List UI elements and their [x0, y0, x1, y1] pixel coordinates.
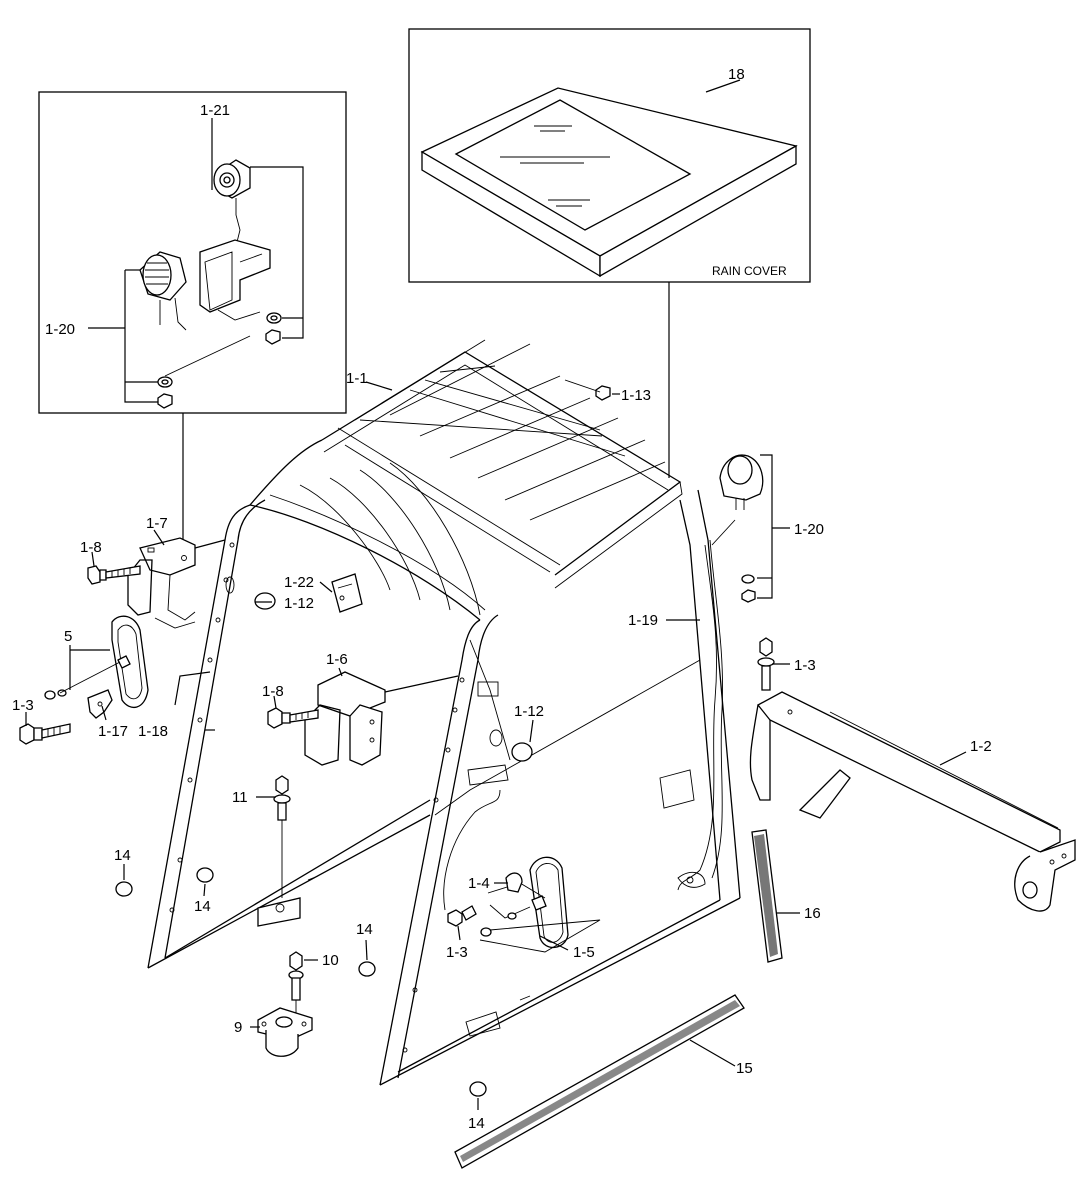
- plug-14-d: [469, 1081, 487, 1097]
- rain-cover-inset: 18 RAIN COVER: [408, 28, 811, 283]
- callout-1-12-left: 1-12: [284, 595, 314, 612]
- callout-1-19: 1-19: [628, 612, 658, 629]
- mirror-5: [44, 615, 149, 709]
- callout-14-b: 14: [194, 898, 211, 915]
- stay-1-2: [749, 691, 1076, 912]
- callout-1-8-mid: 1-8: [262, 683, 284, 700]
- bolt-1-8-top: [87, 565, 141, 585]
- nut-1-13: [564, 379, 611, 401]
- bolt-1-8-mid: [267, 707, 319, 729]
- plug-14-a: [115, 881, 133, 897]
- callout-1-20: 1-20: [794, 521, 824, 538]
- callout-18: 18: [728, 66, 745, 83]
- callout-10: 10: [322, 952, 339, 969]
- bracket-1-4: [505, 872, 523, 893]
- callout-1-18: 1-18: [138, 723, 168, 740]
- cab-frame-1-1: [147, 339, 741, 1086]
- callout-14-a: 14: [114, 847, 131, 864]
- mirror-bracket-1-17: [87, 689, 113, 719]
- callout-1-20-inset: 1-20: [45, 321, 75, 338]
- cab-mount-9: [257, 1007, 313, 1057]
- bracket-1-7: [127, 537, 226, 629]
- bolt-1-3-right: [757, 637, 775, 691]
- callout-1-5: 1-5: [573, 944, 595, 961]
- work-lamp-1-20: [719, 454, 790, 603]
- callout-1-3-left: 1-3: [12, 697, 34, 714]
- seal-strip-15: [454, 994, 745, 1169]
- seal-strip-16: [751, 829, 783, 963]
- callout-15: 15: [736, 1060, 753, 1077]
- callout-14-c: 14: [356, 921, 373, 938]
- work-lamp-inset: 1-21 1-20: [38, 91, 347, 414]
- plug-1-12-mid: [489, 729, 533, 762]
- plate-1-22: [331, 573, 363, 613]
- bolt-1-3-left: [19, 723, 71, 745]
- plug-1-12-left: [225, 576, 276, 610]
- rain-cover-label: RAIN COVER: [712, 264, 787, 278]
- callout-1-2: 1-2: [970, 738, 992, 755]
- callout-9: 9: [234, 1019, 242, 1036]
- bracket-1-6: [304, 671, 459, 766]
- callout-11: 11: [232, 789, 248, 806]
- plug-14-b: [196, 867, 214, 883]
- pillar-holes: [169, 542, 465, 1053]
- callout-1-12-mid: 1-12: [514, 703, 544, 720]
- mirror-1-5: [479, 856, 601, 953]
- callout-1-4: 1-4: [468, 875, 490, 892]
- inset-washers-nuts: [157, 312, 282, 409]
- work-lamp-1-21: [213, 159, 251, 247]
- callout-1-13: 1-13: [621, 387, 651, 404]
- callout-5: 5: [64, 628, 72, 645]
- callout-1-21: 1-21: [200, 102, 230, 119]
- bolt-10: [288, 951, 304, 1018]
- callout-1-3-bottom: 1-3: [446, 944, 468, 961]
- callout-1-7: 1-7: [146, 515, 168, 532]
- callout-1-17: 1-17: [98, 723, 128, 740]
- callout-1-6: 1-6: [326, 651, 348, 668]
- callout-1-1: 1-1: [346, 370, 368, 387]
- bolt-11: [273, 775, 291, 898]
- plug-14-c: [358, 961, 376, 977]
- callout-14-d: 14: [468, 1115, 485, 1132]
- callout-1-22: 1-22: [284, 574, 314, 591]
- callout-1-8-top: 1-8: [80, 539, 102, 556]
- lamp-bracket: [199, 239, 271, 321]
- callout-1-3-right: 1-3: [794, 657, 816, 674]
- callout-16: 16: [804, 905, 821, 922]
- work-lamp-1-20-inset: [139, 251, 187, 331]
- wire-harness-1-19: [443, 519, 736, 911]
- bolt-1-3-bottom: [447, 905, 477, 927]
